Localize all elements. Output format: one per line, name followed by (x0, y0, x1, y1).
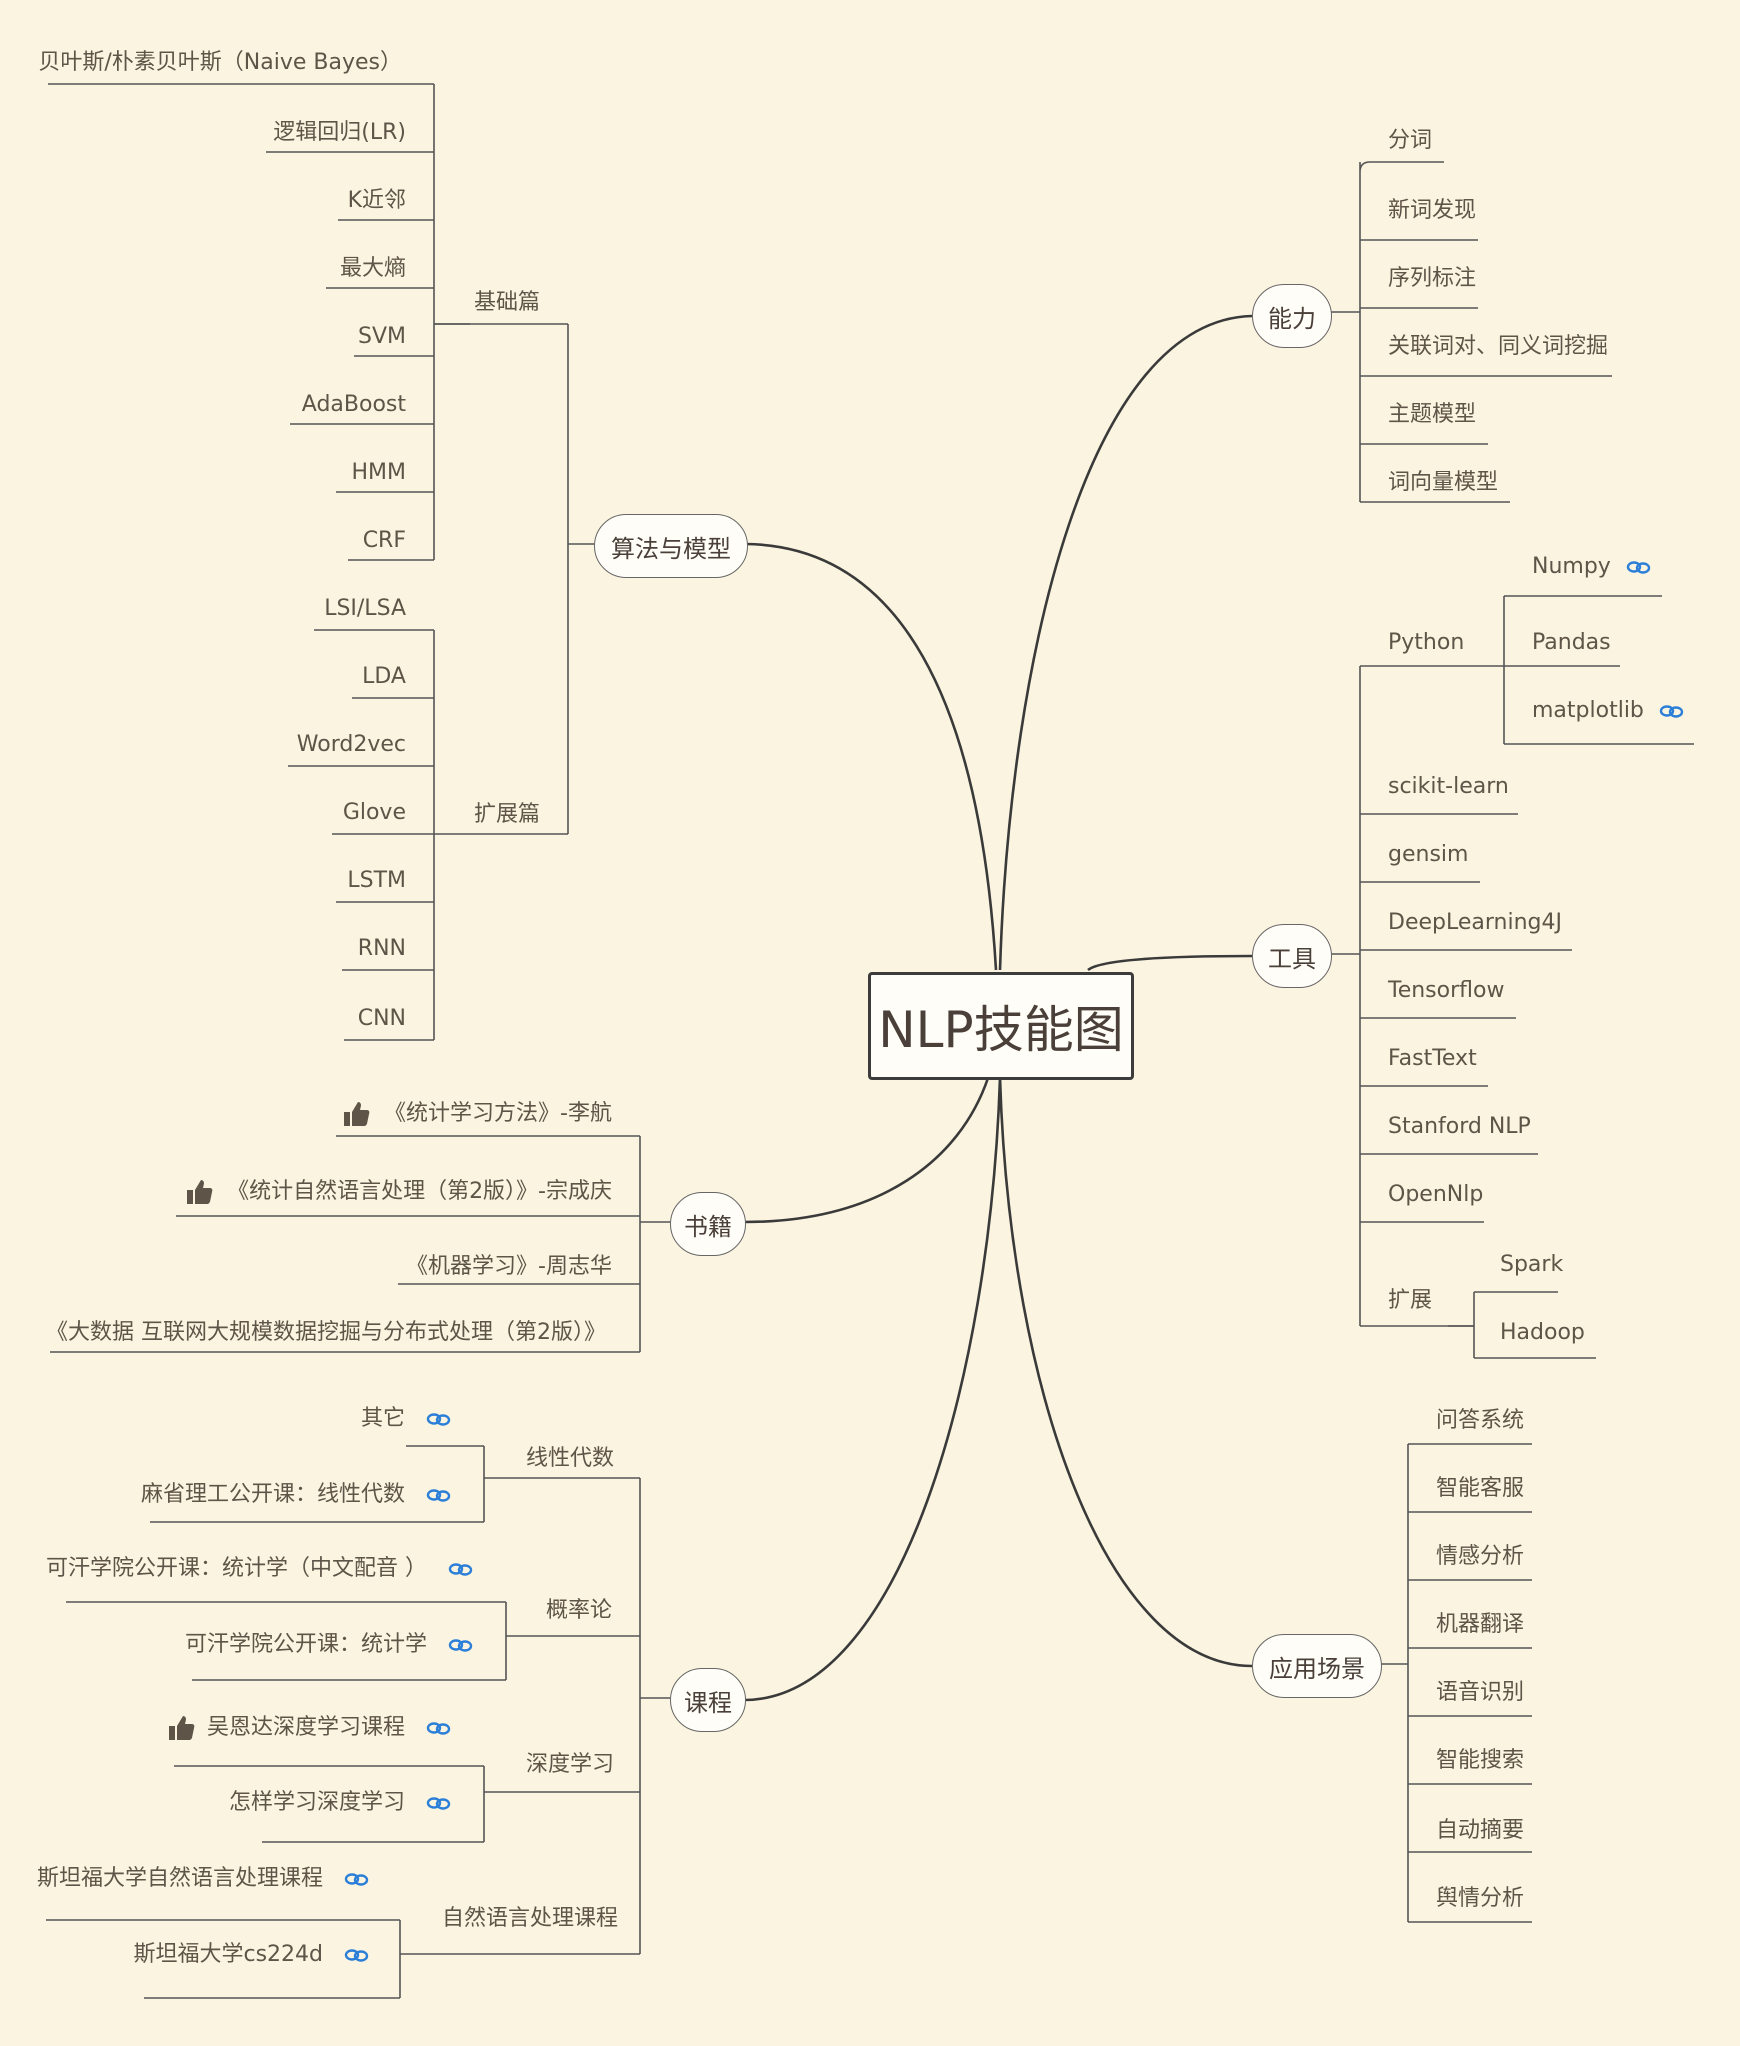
link-icon[interactable] (344, 1871, 370, 1887)
ability-item[interactable]: 分词 (1388, 128, 1433, 153)
apps-item[interactable]: 情感分析 (1436, 1544, 1525, 1569)
link-icon[interactable] (426, 1411, 452, 1427)
branch-books[interactable]: 书籍 (670, 1192, 746, 1256)
linear-item[interactable]: 其它 (361, 1406, 452, 1432)
python-item-numpy[interactable]: Numpy (1532, 554, 1652, 580)
thumbs-up-icon (344, 1102, 370, 1126)
course-linear[interactable]: 线性代数 (526, 1446, 615, 1471)
branch-algorithms[interactable]: 算法与模型 (594, 514, 748, 578)
tools-item[interactable]: gensim (1388, 842, 1469, 867)
ext-item-hadoop[interactable]: Hadoop (1500, 1320, 1585, 1345)
dl-item[interactable]: 吴恩达深度学习课程 (167, 1714, 452, 1742)
course-prob[interactable]: 概率论 (546, 1598, 613, 1623)
tools-item[interactable]: scikit-learn (1388, 774, 1509, 799)
thumbs-up-icon (168, 1716, 195, 1740)
algo-advanced[interactable]: 扩展篇 (474, 802, 541, 827)
link-icon[interactable] (344, 1947, 370, 1963)
course-nlp[interactable]: 自然语言处理课程 (442, 1906, 619, 1931)
link-icon[interactable] (448, 1637, 474, 1653)
ability-item[interactable]: 关联词对、同义词挖掘 (1388, 334, 1609, 359)
branch-apps[interactable]: 应用场景 (1252, 1634, 1382, 1698)
prob-item[interactable]: 可汗学院公开课：统计学 (185, 1632, 474, 1658)
tools-item[interactable]: FastText (1388, 1046, 1477, 1071)
book-item[interactable]: 《统计学习方法》-李航 (342, 1100, 612, 1128)
link-icon[interactable] (1626, 559, 1652, 575)
ability-item[interactable]: 词向量模型 (1388, 470, 1499, 495)
advanced-item[interactable]: RNN (357, 936, 406, 961)
book-item[interactable]: 《机器学习》-周志华 (406, 1254, 612, 1279)
advanced-item[interactable]: LDA (362, 664, 406, 689)
advanced-item[interactable]: Word2vec (296, 732, 406, 757)
ext-item-spark[interactable]: Spark (1500, 1252, 1564, 1277)
branch-courses[interactable]: 课程 (670, 1668, 746, 1732)
ability-item[interactable]: 主题模型 (1388, 402, 1477, 427)
apps-item[interactable]: 舆情分析 (1436, 1886, 1525, 1911)
advanced-item[interactable]: CNN (357, 1006, 406, 1031)
link-icon[interactable] (426, 1795, 452, 1811)
basic-item[interactable]: 贝叶斯/朴素贝叶斯（Naive Bayes） (38, 50, 402, 75)
apps-item[interactable]: 问答系统 (1436, 1408, 1525, 1433)
advanced-item[interactable]: Glove (342, 800, 406, 825)
book-item[interactable]: 《大数据 互联网大规模数据挖掘与分布式处理（第2版）》 (46, 1320, 606, 1345)
link-icon[interactable] (1659, 703, 1685, 719)
algo-basic[interactable]: 基础篇 (474, 290, 541, 315)
python-item-pandas[interactable]: Pandas (1532, 630, 1611, 655)
branch-tools[interactable]: 工具 (1252, 924, 1332, 988)
tools-item[interactable]: Stanford NLP (1388, 1114, 1531, 1139)
tools-item[interactable]: OpenNlp (1388, 1182, 1484, 1207)
tools-item[interactable]: DeepLearning4J (1388, 910, 1562, 935)
book-item[interactable]: 《统计自然语言处理（第2版）》-宗成庆 (185, 1178, 612, 1206)
link-icon[interactable] (426, 1720, 452, 1736)
tools-ext[interactable]: 扩展 (1388, 1288, 1433, 1313)
apps-item[interactable]: 机器翻译 (1436, 1612, 1525, 1637)
link-icon[interactable] (448, 1561, 474, 1577)
advanced-item[interactable]: LSI/LSA (324, 596, 406, 621)
tools-python[interactable]: Python (1388, 630, 1465, 655)
tools-item[interactable]: Tensorflow (1388, 978, 1505, 1003)
thumbs-up-icon (187, 1180, 213, 1204)
basic-item[interactable]: 逻辑回归(LR) (273, 120, 406, 145)
nlp-item[interactable]: 斯坦福大学cs224d (133, 1942, 370, 1968)
course-dl[interactable]: 深度学习 (526, 1752, 615, 1777)
ability-item[interactable]: 新词发现 (1388, 198, 1477, 223)
dl-item[interactable]: 怎样学习深度学习 (229, 1790, 452, 1816)
advanced-item[interactable]: LSTM (347, 868, 406, 893)
apps-item[interactable]: 语音识别 (1436, 1680, 1525, 1705)
basic-item[interactable]: CRF (362, 528, 406, 553)
ability-item[interactable]: 序列标注 (1388, 266, 1477, 291)
basic-item[interactable]: 最大熵 (339, 256, 406, 281)
basic-item[interactable]: SVM (358, 324, 406, 349)
python-item-matplotlib[interactable]: matplotlib (1532, 698, 1685, 724)
linear-item[interactable]: 麻省理工公开课：线性代数 (141, 1482, 452, 1508)
apps-item[interactable]: 自动摘要 (1436, 1818, 1525, 1843)
root-node[interactable]: NLP技能图 (868, 972, 1134, 1080)
basic-item[interactable]: K近邻 (347, 188, 406, 213)
prob-item[interactable]: 可汗学院公开课：统计学（中文配音 ） (46, 1556, 474, 1582)
apps-item[interactable]: 智能搜索 (1436, 1748, 1525, 1773)
apps-item[interactable]: 智能客服 (1436, 1476, 1525, 1501)
branch-ability[interactable]: 能力 (1252, 284, 1332, 348)
basic-item[interactable]: AdaBoost (301, 392, 406, 417)
nlp-item[interactable]: 斯坦福大学自然语言处理课程 (37, 1866, 370, 1892)
link-icon[interactable] (426, 1487, 452, 1503)
basic-item[interactable]: HMM (351, 460, 406, 485)
